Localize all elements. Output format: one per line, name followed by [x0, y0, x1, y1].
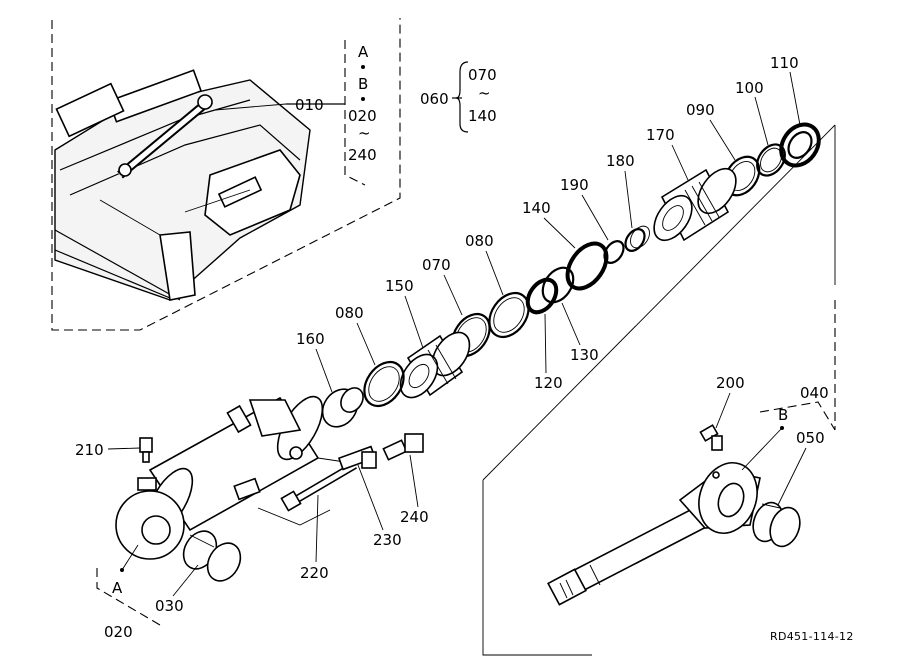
callout-010: 010	[295, 96, 324, 114]
group-060-from: 070	[468, 66, 497, 84]
group-010-ref-a: A	[358, 43, 369, 61]
group-010-to: 240	[348, 146, 377, 164]
ref-b: B	[778, 406, 788, 424]
callout-190: 190	[560, 176, 589, 194]
group-010-ref-b: B	[358, 75, 368, 93]
callout-120: 120	[534, 374, 563, 392]
piston-150	[399, 331, 471, 399]
group-060-to: 140	[468, 107, 497, 125]
callout-160: 160	[296, 330, 325, 348]
callout-150: 150	[385, 277, 414, 295]
callout-180: 180	[606, 152, 635, 170]
group-010-from: 020	[348, 107, 377, 125]
callout-130: 130	[570, 346, 599, 364]
callouts: 110 100 090 170 180 190 140 080 070 150 …	[75, 54, 836, 641]
tractor-inset	[51, 18, 401, 331]
piston-rod	[547, 462, 761, 606]
callout-040: 040	[800, 384, 829, 402]
group-060: 060 070 ~ 140	[420, 61, 497, 133]
gland-170	[653, 167, 737, 242]
callout-170: 170	[646, 126, 675, 144]
callout-200: 200	[716, 374, 745, 392]
callout-100: 100	[735, 79, 764, 97]
callout-070: 070	[422, 256, 451, 274]
callout-140: 140	[522, 199, 551, 217]
callout-230: 230	[373, 531, 402, 549]
fitting-230	[337, 445, 377, 471]
callout-060: 060	[420, 90, 449, 108]
group-060-tilde: ~	[478, 84, 491, 102]
group-010-tilde: ~	[358, 124, 371, 142]
callout-020: 020	[104, 623, 133, 641]
cylinder-tube	[115, 395, 346, 560]
callout-240: 240	[400, 508, 429, 526]
callout-030: 030	[155, 597, 184, 615]
ref-a: A	[112, 579, 123, 597]
grease-nipple-200	[699, 424, 723, 451]
exploded-seals	[321, 122, 821, 428]
drawing-code: RD451-114-12	[770, 630, 854, 643]
callout-050: 050	[796, 429, 825, 447]
bolt-240	[382, 433, 424, 461]
part-160	[321, 387, 364, 428]
callout-080-right: 080	[465, 232, 494, 250]
bushing-030	[182, 530, 242, 582]
pipe-220	[280, 461, 358, 512]
bushing-050	[752, 501, 801, 548]
callout-220: 220	[300, 564, 329, 582]
callout-110: 110	[770, 54, 799, 72]
callout-090: 090	[686, 101, 715, 119]
group-010: 010 A B 020 ~ 240	[214, 40, 377, 186]
callout-210: 210	[75, 441, 104, 459]
callout-080-left: 080	[335, 304, 364, 322]
rod-assembly-frame	[482, 124, 836, 656]
grease-nipple-210	[139, 437, 153, 463]
